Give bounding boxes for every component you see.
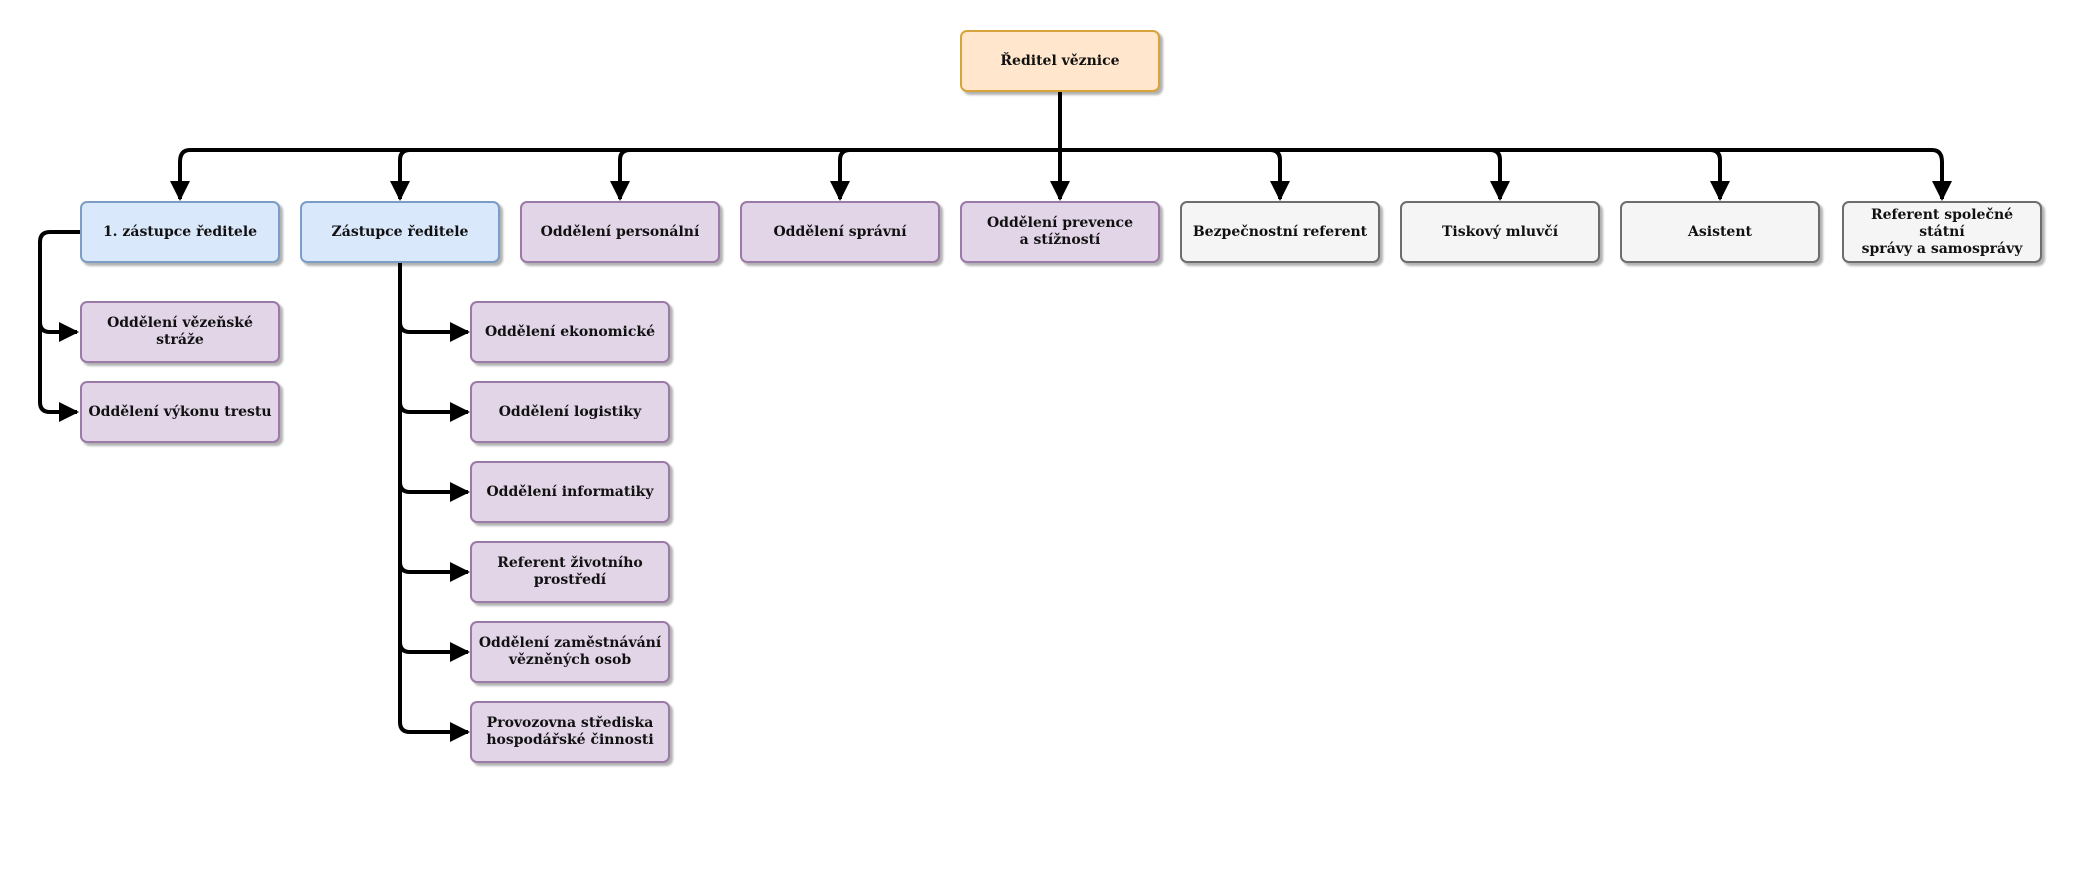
node-assistant[interactable]: Asistent bbox=[1620, 201, 1820, 263]
node-logistics-department[interactable]: Oddělení logistiky bbox=[470, 381, 670, 443]
node-administrative-department[interactable]: Oddělení správní bbox=[740, 201, 940, 263]
node-prisoner-employment-department[interactable]: Oddělení zaměstnávání vězněných osob bbox=[470, 621, 670, 683]
node-state-administration-officer[interactable]: Referent společné státní správy a samosp… bbox=[1842, 201, 2042, 263]
node-environment-officer[interactable]: Referent životního prostředí bbox=[470, 541, 670, 603]
node-economic-department[interactable]: Oddělení ekonomické bbox=[470, 301, 670, 363]
node-press-spokesperson[interactable]: Tiskový mluvčí bbox=[1400, 201, 1600, 263]
node-it-department[interactable]: Oddělení informatiky bbox=[470, 461, 670, 523]
node-sentence-execution-department[interactable]: Oddělení výkonu trestu bbox=[80, 381, 280, 443]
node-economic-activity-center[interactable]: Provozovna střediska hospodářské činnost… bbox=[470, 701, 670, 763]
node-prevention-complaints-department[interactable]: Oddělení prevence a stížností bbox=[960, 201, 1160, 263]
node-prison-guard-department[interactable]: Oddělení vězeňské stráže bbox=[80, 301, 280, 363]
node-deputy-director[interactable]: Zástupce ředitele bbox=[300, 201, 500, 263]
node-personnel-department[interactable]: Oddělení personální bbox=[520, 201, 720, 263]
node-first-deputy-director[interactable]: 1. zástupce ředitele bbox=[80, 201, 280, 263]
node-security-officer[interactable]: Bezpečnostní referent bbox=[1180, 201, 1380, 263]
node-prison-director[interactable]: Ředitel věznice bbox=[960, 30, 1160, 92]
